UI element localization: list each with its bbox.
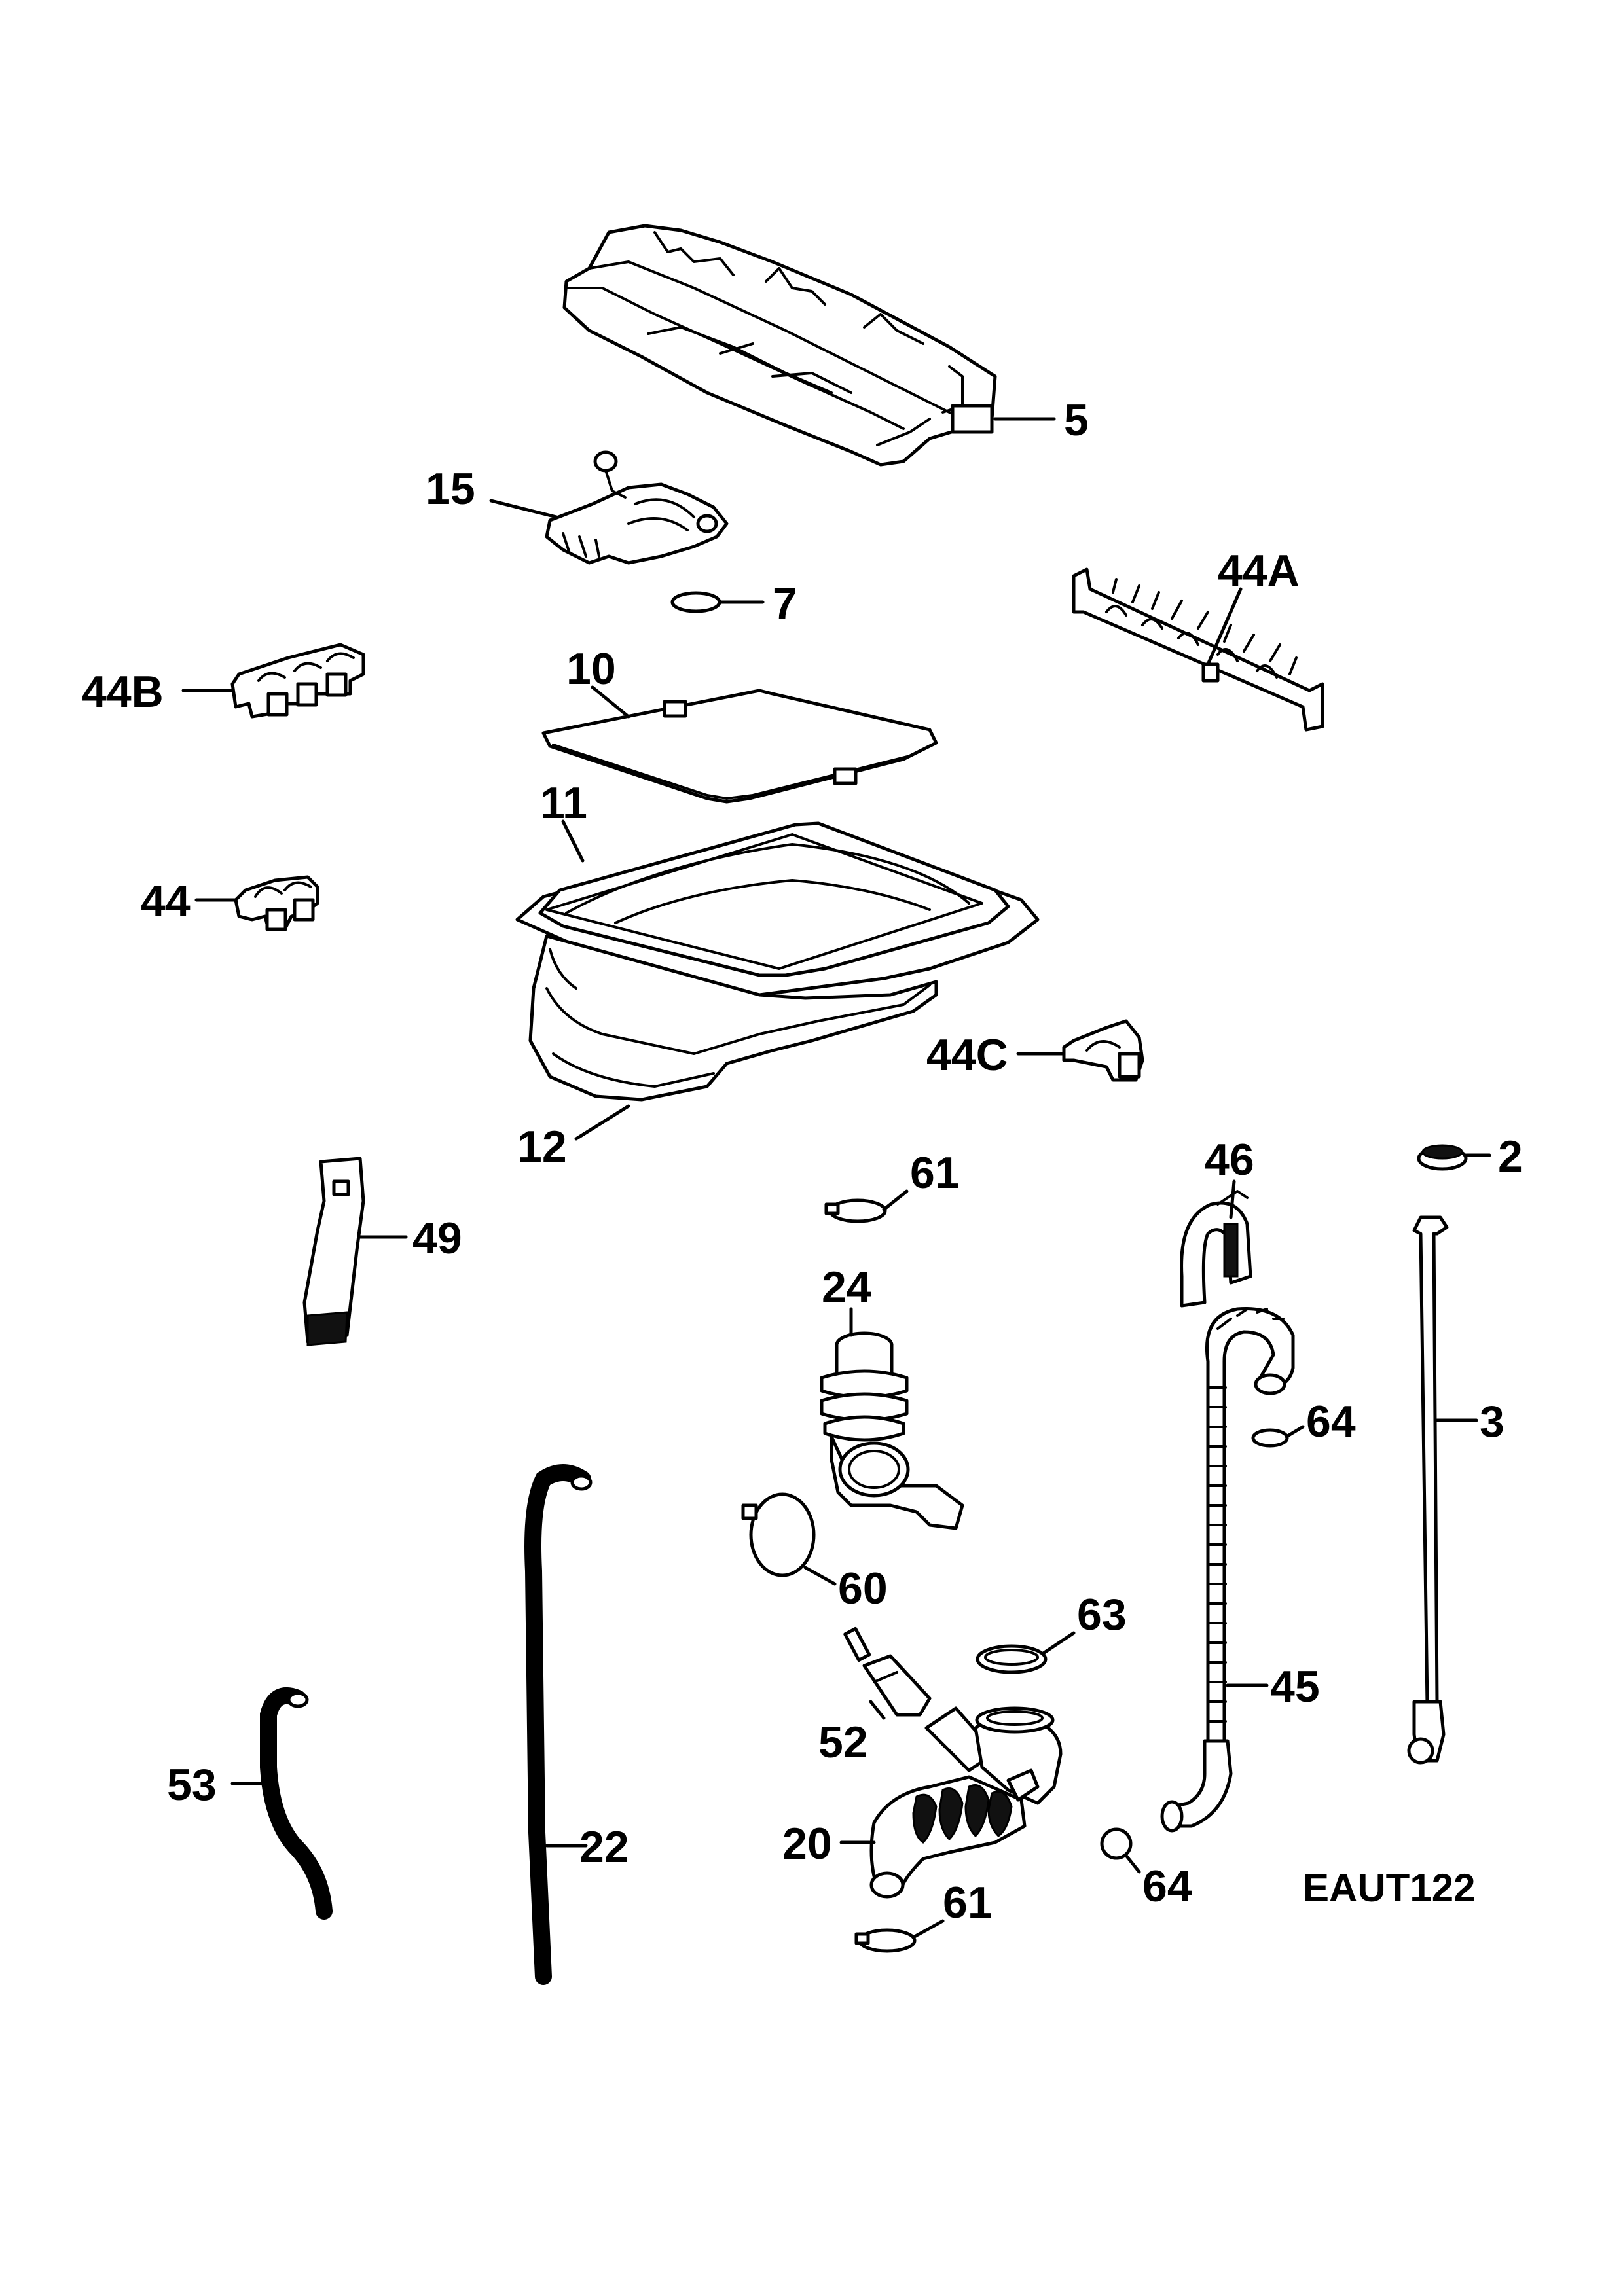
label-44: 44 [141, 876, 191, 926]
label-5: 5 [1064, 395, 1089, 445]
label-61-bottom: 61 [943, 1878, 993, 1928]
label-64-bottom: 64 [1142, 1861, 1192, 1911]
part-22-hose [524, 1464, 593, 1985]
label-46: 46 [1205, 1135, 1254, 1185]
part-7-o-ring [670, 591, 721, 613]
part-44b-triple-clip [230, 643, 365, 719]
diagram-code: EAUT122 [1303, 1866, 1475, 1910]
label-20: 20 [782, 1819, 832, 1869]
part-49-bracket [302, 1157, 365, 1346]
label-63: 63 [1077, 1590, 1127, 1640]
label-11: 11 [540, 778, 587, 828]
label-53: 53 [167, 1760, 217, 1810]
label-3: 3 [1480, 1397, 1504, 1446]
label-44b: 44B [82, 667, 164, 717]
label-64-top: 64 [1306, 1397, 1356, 1446]
part-5-dispenser-housing [562, 224, 997, 467]
label-52: 52 [818, 1717, 868, 1767]
part-52-pressure-fitting [843, 1626, 932, 1717]
label-10: 10 [566, 644, 616, 694]
leader-52 [869, 1700, 886, 1720]
part-63-hose-clamp [976, 1644, 1048, 1674]
label-60: 60 [838, 1564, 888, 1613]
part-61-hose-clamp-top [824, 1198, 887, 1223]
leader-64-top [1285, 1425, 1305, 1439]
part-53-hose [260, 1687, 333, 1920]
part-45-drain-hose [1160, 1307, 1295, 1833]
part-64-clamp-ring-bottom [1100, 1827, 1133, 1860]
leader-61-top [882, 1189, 909, 1211]
leader-44a [1206, 587, 1243, 666]
leader-60 [803, 1566, 837, 1586]
label-49: 49 [412, 1213, 462, 1263]
label-12: 12 [517, 1122, 567, 1172]
part-20-pump-hose [869, 1706, 1063, 1899]
part-46-hose-guide [1180, 1190, 1252, 1308]
label-15: 15 [426, 464, 475, 514]
part-44-double-clip [234, 875, 319, 931]
leader-15 [489, 499, 558, 519]
part-2-cap [1417, 1144, 1468, 1171]
leader-12 [574, 1104, 630, 1141]
part-44a-harness-bracket [1072, 567, 1324, 732]
part-61-hose-clamp-bottom [854, 1928, 917, 1953]
label-45: 45 [1270, 1662, 1320, 1712]
part-60-hose-clamp [741, 1492, 816, 1577]
label-44a: 44A [1218, 546, 1300, 596]
leader-46 [1229, 1179, 1236, 1219]
label-44c: 44C [926, 1030, 1008, 1080]
part-12-tub-seal [528, 934, 938, 1102]
part-44c-single-clip [1062, 1019, 1144, 1082]
label-22: 22 [579, 1822, 629, 1872]
leader-64-bottom [1124, 1854, 1141, 1874]
leader-63 [1042, 1631, 1076, 1655]
label-7: 7 [773, 579, 797, 628]
label-2: 2 [1498, 1132, 1523, 1181]
leader-10 [591, 685, 630, 719]
label-24: 24 [822, 1263, 871, 1312]
leader-11 [561, 819, 585, 863]
part-15-water-valve [545, 450, 729, 565]
part-64-clamp-ring-top [1251, 1428, 1289, 1448]
part-3-inlet-hose [1407, 1215, 1449, 1765]
part-24-bellows-hose [820, 1331, 964, 1530]
part-10-cover-seal [541, 689, 938, 804]
label-61-top: 61 [910, 1148, 960, 1198]
leader-61-bottom [911, 1919, 945, 1939]
